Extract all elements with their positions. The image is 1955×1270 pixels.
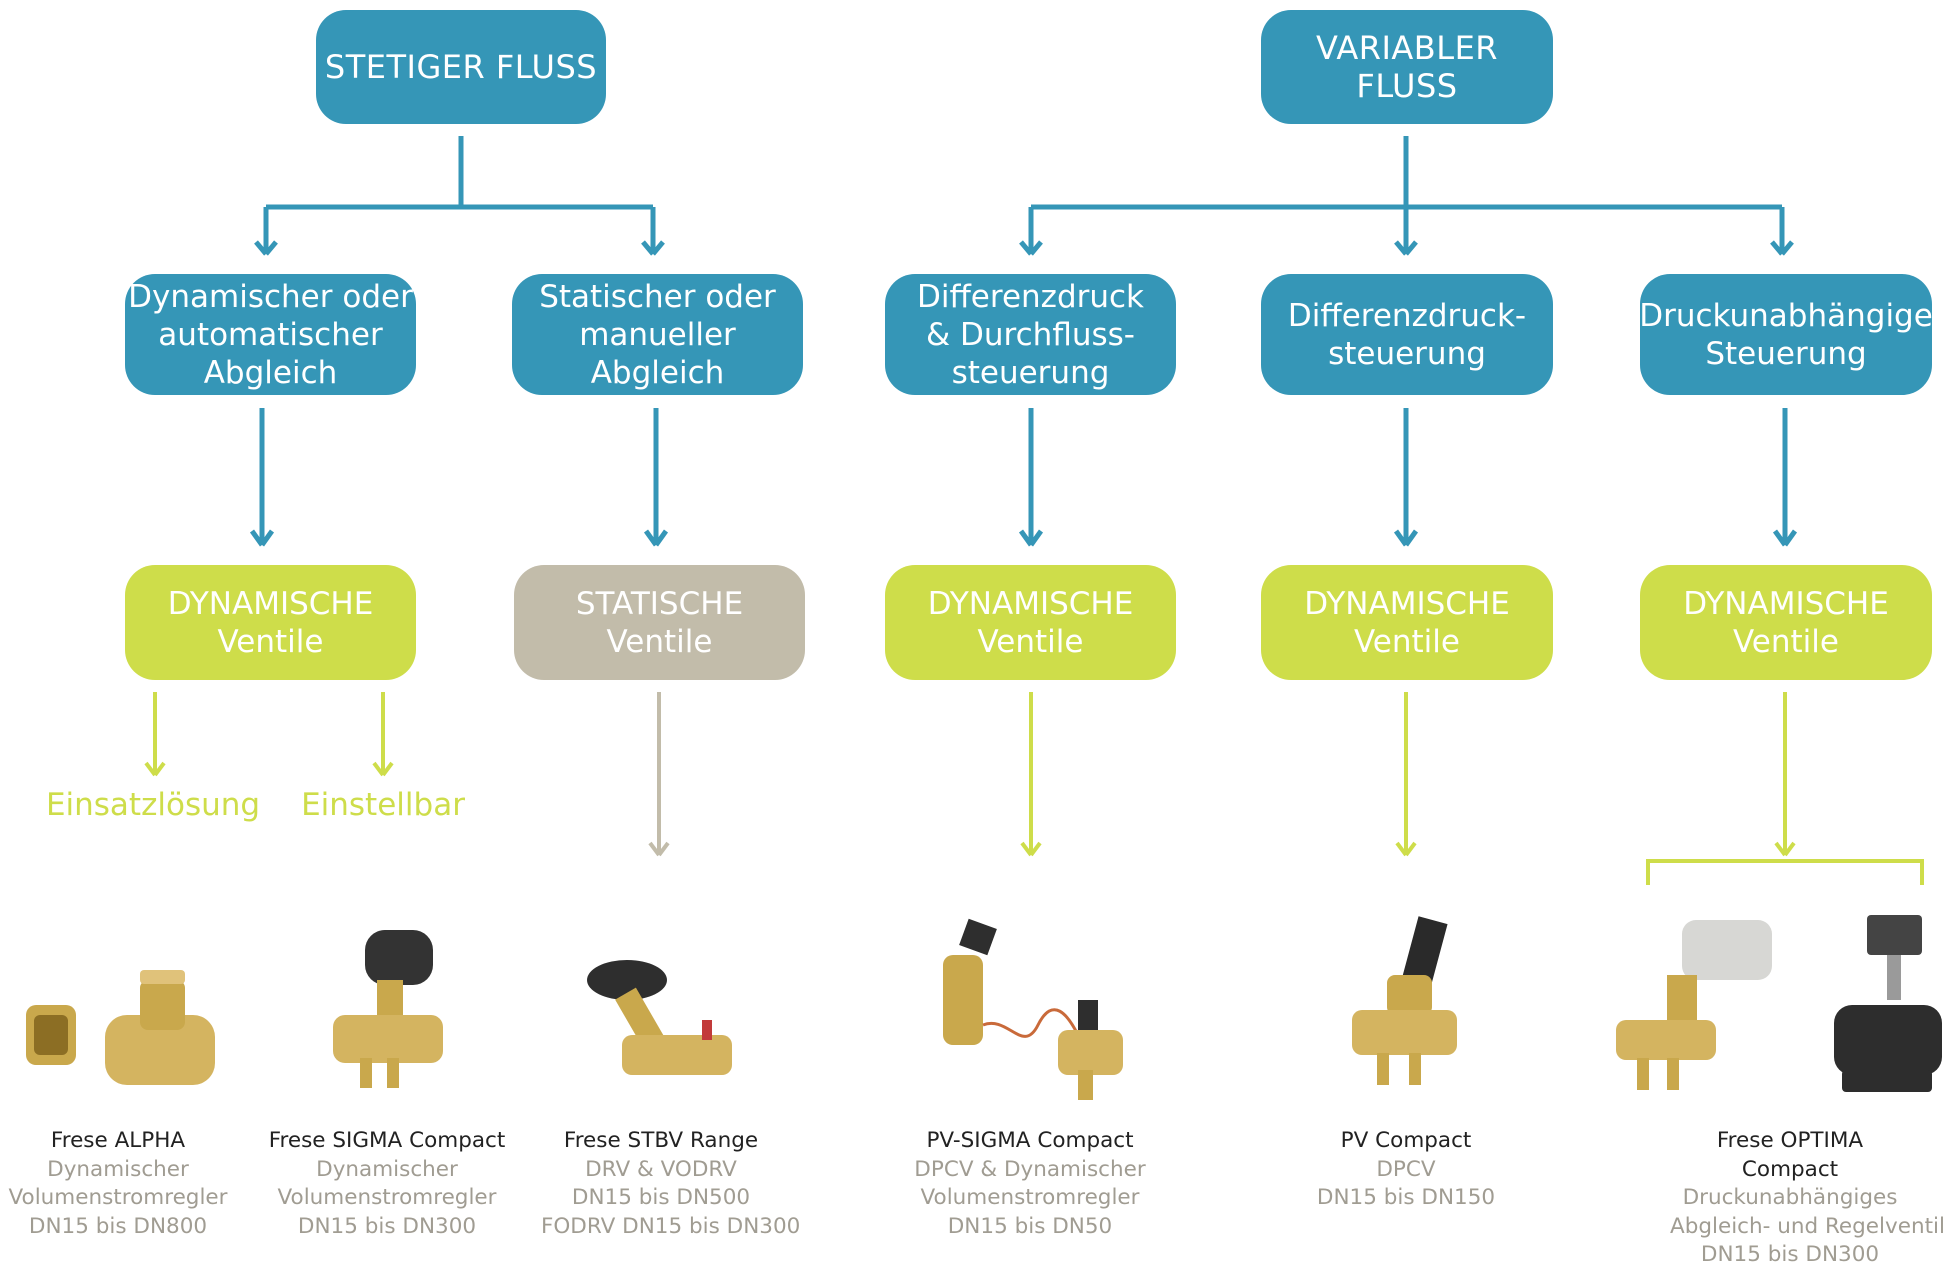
- node-variabler-fluss: VARIABLER FLUSS: [1261, 10, 1553, 124]
- category-line: Statischer oder: [539, 278, 776, 315]
- stbv-valve-icon: [587, 960, 732, 1075]
- node-variabler-fluss-label: VARIABLER FLUSS: [1315, 29, 1499, 105]
- product-frese-sigma-compact: Frese SIGMA Compact Dynamischer Volumens…: [267, 1127, 507, 1241]
- product-desc: Druckunabhängiges: [1682, 1185, 1898, 1210]
- product-name: PV-SIGMA Compact: [926, 1128, 1134, 1153]
- valve-type-title: STATISCHE: [575, 585, 744, 622]
- product-name: Frese ALPHA: [50, 1128, 186, 1153]
- node-differenzdruck-durchfluss: Differenzdruck & Durchfluss- steuerung: [885, 274, 1176, 395]
- product-desc: DN15 bis DN500: [571, 1185, 751, 1210]
- valve-type-subtitle: Ventile: [1733, 623, 1839, 660]
- product-name: Frese OPTIMA Compact: [1716, 1128, 1864, 1182]
- product-desc: Abgleich- und Regelventil: [1670, 1213, 1945, 1239]
- alpha-valve-icon: [26, 970, 215, 1085]
- valve-type-title: DYNAMISCHE: [167, 585, 374, 622]
- option-einsatzloesung: Einsatzlösung: [45, 787, 261, 823]
- category-line: Druckunabhängige: [1639, 297, 1933, 334]
- valve-type-dynamisch-3: DYNAMISCHE Ventile: [1261, 565, 1553, 680]
- category-line: steuerung: [1328, 335, 1486, 372]
- pv-valve-icon: [1352, 916, 1457, 1085]
- category-line: Differenzdruck-: [1287, 297, 1527, 334]
- option-einstellbar: Einstellbar: [301, 787, 465, 823]
- product-desc: DN15 bis DN300: [297, 1213, 477, 1239]
- optima-valve-icon: [1616, 915, 1942, 1092]
- valve-type-statisch: STATISCHE Ventile: [514, 565, 805, 680]
- product-pv-compact: PV Compact DPCV DN15 bis DN150: [1286, 1127, 1526, 1213]
- pv-sigma-valve-icon: [943, 918, 1123, 1100]
- valve-type-subtitle: Ventile: [1354, 623, 1460, 660]
- product-desc: DPCV & Dynamischer: [914, 1156, 1146, 1182]
- product-name: Frese SIGMA Compact: [268, 1128, 506, 1153]
- category-line: automatischer: [158, 316, 383, 353]
- node-stetiger-fluss-label: STETIGER FLUSS: [324, 48, 598, 86]
- product-desc: Volumenstromregler: [277, 1185, 497, 1210]
- product-name: PV Compact: [1340, 1128, 1472, 1153]
- node-differenzdrucksteuerung: Differenzdruck- steuerung: [1261, 274, 1553, 395]
- product-desc: Dynamischer: [47, 1156, 189, 1182]
- category-line: Abgleich: [203, 354, 338, 391]
- valve-type-dynamisch-1: DYNAMISCHE Ventile: [125, 565, 416, 680]
- node-druckunabhaengige-steuerung: Druckunabhängige Steuerung: [1639, 274, 1933, 395]
- product-frese-optima-compact: Frese OPTIMA Compact Druckunabhängiges A…: [1670, 1127, 1945, 1270]
- valve-type-title: DYNAMISCHE: [1304, 585, 1510, 622]
- product-desc: DN15 bis DN800: [28, 1213, 208, 1239]
- category-line: Dynamischer oder: [128, 278, 413, 315]
- product-pv-sigma-compact: PV-SIGMA Compact DPCV & Dynamischer Volu…: [910, 1127, 1150, 1241]
- valve-type-dynamisch-4: DYNAMISCHE Ventile: [1640, 565, 1932, 680]
- product-desc: DN15 bis DN300: [1700, 1242, 1880, 1267]
- product-name: Frese STBV Range: [563, 1128, 759, 1153]
- category-line: & Durchfluss-: [926, 316, 1135, 353]
- product-desc: Volumenstromregler: [920, 1185, 1140, 1210]
- valve-type-dynamisch-2: DYNAMISCHE Ventile: [885, 565, 1176, 680]
- product-frese-alpha: Frese ALPHA Dynamischer Volumenstromregl…: [0, 1127, 238, 1241]
- product-desc: Dynamischer: [316, 1156, 458, 1182]
- connector-lines: [144, 136, 1924, 885]
- category-line: Differenzdruck: [916, 278, 1145, 315]
- category-line: manueller: [579, 316, 736, 353]
- product-desc: DRV & VODRV: [585, 1156, 737, 1182]
- product-desc: DN15 bis DN50: [947, 1213, 1113, 1239]
- category-line: Steuerung: [1705, 335, 1867, 372]
- valve-type-subtitle: Ventile: [217, 623, 324, 660]
- sigma-valve-icon: [333, 930, 443, 1088]
- product-desc: Volumenstromregler: [8, 1185, 228, 1210]
- product-frese-stbv-range: Frese STBV Range DRV & VODRV DN15 bis DN…: [541, 1127, 801, 1241]
- node-stetiger-fluss: STETIGER FLUSS: [316, 10, 606, 124]
- node-dynamischer-abgleich: Dynamischer oder automatischer Abgleich: [125, 274, 416, 395]
- node-statischer-abgleich: Statischer oder manueller Abgleich: [512, 274, 803, 395]
- product-desc: FODRV DN15 bis DN300: [541, 1213, 801, 1239]
- category-line: steuerung: [951, 354, 1110, 391]
- valve-type-title: DYNAMISCHE: [927, 585, 1134, 622]
- category-line: Abgleich: [590, 354, 725, 391]
- valve-type-subtitle: Ventile: [606, 623, 713, 660]
- product-desc: DN15 bis DN150: [1316, 1185, 1496, 1210]
- valve-type-subtitle: Ventile: [977, 623, 1084, 660]
- product-desc: DPCV: [1376, 1156, 1436, 1182]
- valve-type-title: DYNAMISCHE: [1683, 585, 1889, 622]
